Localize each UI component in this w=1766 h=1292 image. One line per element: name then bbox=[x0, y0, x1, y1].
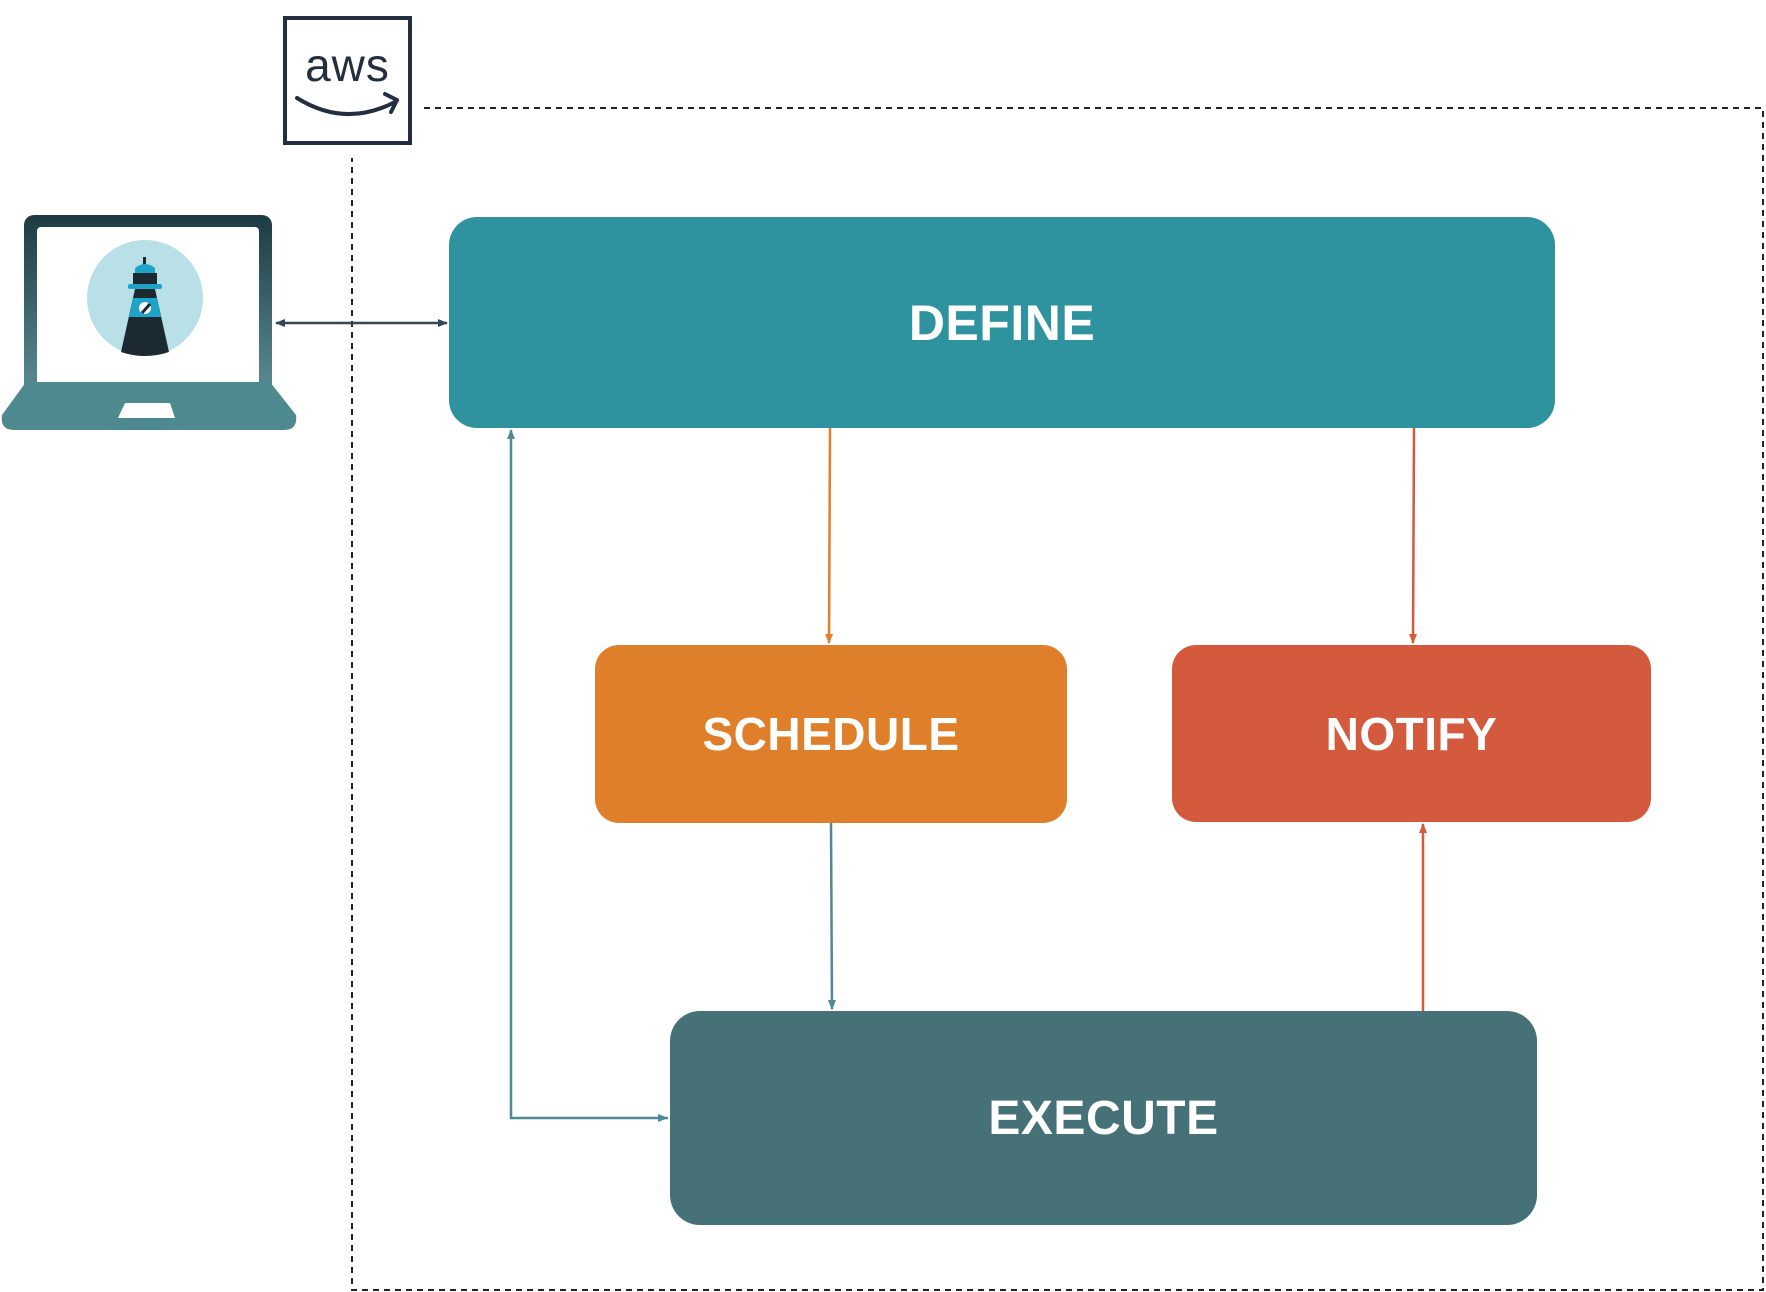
edge-execute-define bbox=[507, 429, 668, 1120]
notify-node: NOTIFY bbox=[1172, 645, 1651, 822]
notify-label: NOTIFY bbox=[1325, 707, 1498, 760]
laptop-icon bbox=[1, 215, 297, 430]
execute-node: EXECUTE bbox=[670, 1011, 1537, 1225]
edge-define-schedule bbox=[825, 427, 834, 644]
schedule-label: SCHEDULE bbox=[702, 708, 960, 760]
lighthouse-icon bbox=[87, 240, 203, 356]
define-node: DEFINE bbox=[449, 217, 1555, 428]
edge-schedule-execute bbox=[827, 822, 836, 1010]
edge-define-notify bbox=[1409, 427, 1418, 644]
aws-logo: aws bbox=[283, 16, 412, 145]
aws-boundary bbox=[351, 107, 1764, 1291]
aws-smile-icon bbox=[295, 92, 399, 117]
define-label: DEFINE bbox=[908, 294, 1096, 351]
aws-logo-text: aws bbox=[305, 39, 390, 91]
schedule-node: SCHEDULE bbox=[595, 645, 1067, 823]
execute-label: EXECUTE bbox=[988, 1091, 1219, 1145]
